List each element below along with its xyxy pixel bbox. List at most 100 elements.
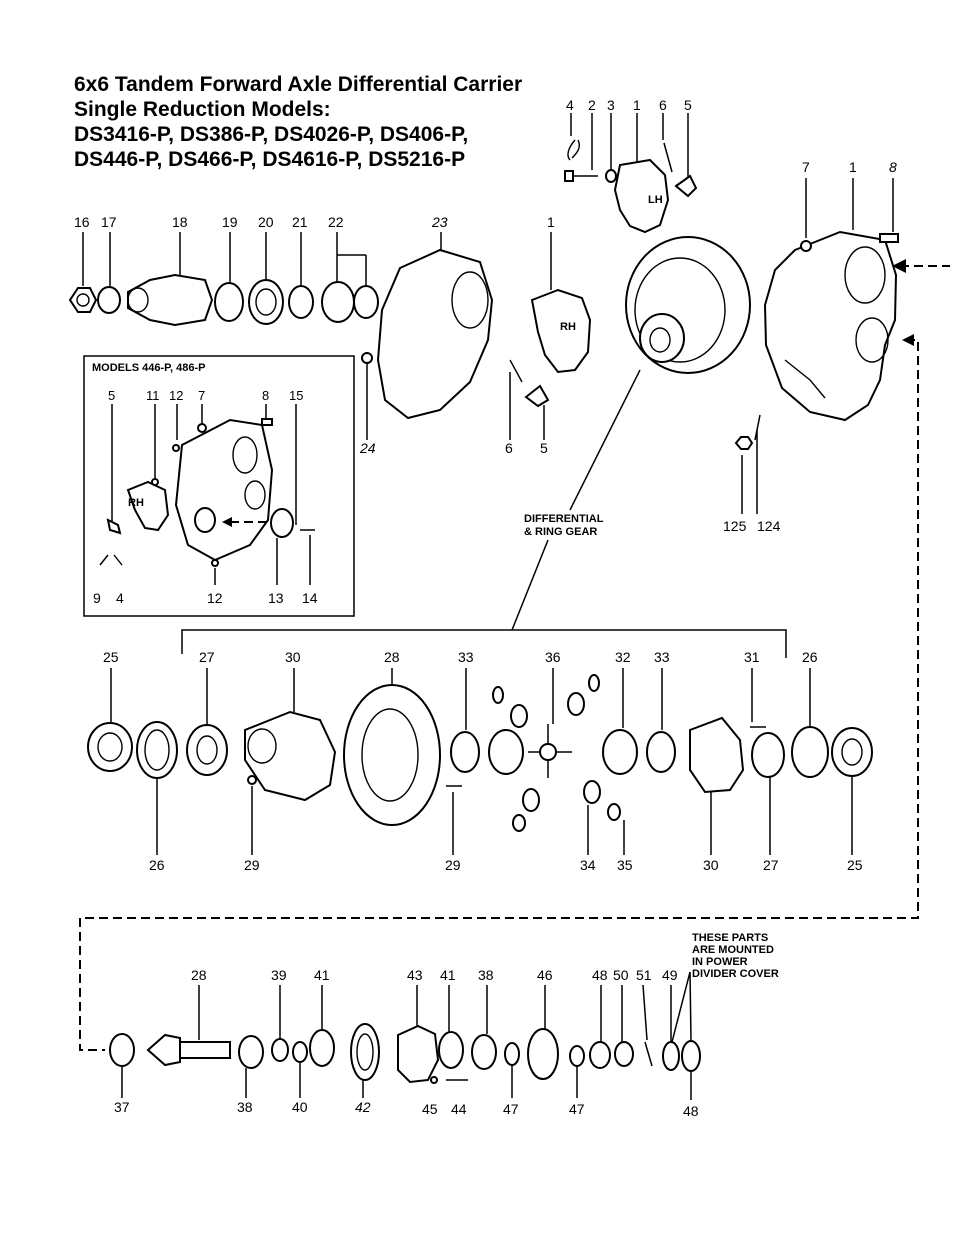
bearing-cap-rh-icon <box>126 480 170 532</box>
bolt-icon <box>99 554 109 566</box>
gasket-23 <box>376 232 494 420</box>
spider-icon <box>528 724 572 778</box>
part-label: 6 <box>659 97 667 113</box>
part-label: 29 <box>244 857 260 873</box>
helical-gear-icon <box>527 1028 559 1080</box>
diff-case-half-icon <box>244 710 337 802</box>
part-label: 29 <box>445 857 461 873</box>
cotter-pin-icon <box>113 554 123 566</box>
washer-icon <box>492 686 504 704</box>
part-label: 16 <box>74 214 90 230</box>
part-label: 32 <box>615 649 631 665</box>
part-label: 42 <box>355 1099 371 1115</box>
carrier-housing <box>763 230 899 422</box>
drive-pinion-icon <box>146 1033 231 1067</box>
washer-icon <box>512 814 526 832</box>
part-label: 49 <box>662 967 678 983</box>
plug-icon <box>800 240 812 252</box>
part-label: 43 <box>407 967 423 983</box>
part-label: 17 <box>101 214 117 230</box>
bearing-icon <box>353 285 379 319</box>
part-label: 36 <box>545 649 561 665</box>
pinion-gear-icon <box>583 780 601 804</box>
nut-icon <box>734 436 754 450</box>
pin-icon <box>644 1041 653 1067</box>
part-label: 4 <box>116 590 124 606</box>
part-label: 41 <box>440 967 456 983</box>
snap-ring-icon <box>288 285 314 319</box>
row4-leader-lines <box>121 971 692 1100</box>
bearing-cup-icon <box>831 727 873 777</box>
part-label: 14 <box>302 590 318 606</box>
inset-box: MODELS 446-P, 486-P <box>83 355 355 617</box>
part-label: 19 <box>222 214 238 230</box>
title-line-1: 6x6 Tandem Forward Axle Differential Car… <box>74 73 523 96</box>
ring-gear-icon <box>343 684 441 826</box>
part-label: 125 <box>723 518 747 534</box>
part-label: 1 <box>633 97 641 113</box>
part-label: 21 <box>292 214 308 230</box>
bearing-cup-icon <box>438 1031 464 1069</box>
dowel-icon <box>879 233 899 243</box>
bearing-cup-icon <box>681 1040 701 1072</box>
part-label: 1 <box>849 159 857 175</box>
nut-icon <box>247 775 257 785</box>
part-label: 7 <box>802 159 810 175</box>
inset-leader-lines <box>111 404 311 585</box>
part-label: 28 <box>384 649 400 665</box>
part-label: 2 <box>588 97 596 113</box>
pin-icon <box>663 142 673 173</box>
lock-plate-icon-lower <box>524 384 550 408</box>
rh-tag-inset: RH <box>128 497 144 509</box>
bolt-icon <box>564 170 598 182</box>
spacer-icon <box>504 1042 520 1066</box>
part-label: 12 <box>207 590 223 606</box>
part-label: 41 <box>314 967 330 983</box>
part-label: 22 <box>328 214 344 230</box>
bearing-cup-icon <box>87 722 133 772</box>
part-label: 34 <box>580 857 596 873</box>
plug-icon <box>211 559 219 567</box>
bearing-icon <box>248 279 284 325</box>
lock-plate-icon <box>106 518 122 535</box>
bearing-cone-icon <box>589 1041 611 1069</box>
bearing-icon <box>321 281 355 323</box>
part-label: 20 <box>258 214 274 230</box>
diff-caption-1: DIFFERENTIAL <box>524 513 604 525</box>
group-bracket <box>181 629 787 658</box>
part-label: 38 <box>478 967 494 983</box>
nut-icon <box>68 287 98 313</box>
part-label: 27 <box>199 649 215 665</box>
seal-icon <box>214 282 244 322</box>
bearing-cup-icon <box>791 726 829 778</box>
diff-case-half-icon <box>689 716 745 794</box>
row2-leader-lines <box>82 232 758 514</box>
shim-icon <box>350 1023 380 1081</box>
pd-caption-3: IN POWER <box>692 956 748 968</box>
part-label: 15 <box>289 388 303 403</box>
part-label: 23 <box>431 214 448 230</box>
diff-leader-lower <box>511 539 549 631</box>
part-label: 37 <box>114 1099 130 1115</box>
differential-assembly-top <box>625 236 751 374</box>
part-label: 47 <box>503 1101 519 1117</box>
washer-icon <box>588 674 600 692</box>
title-line-4: DS446-P, DS466-P, DS4616-P, DS5216-P <box>74 148 466 171</box>
stud-icon <box>754 414 761 441</box>
cover-plate-icon <box>270 508 294 538</box>
part-label: 31 <box>744 649 760 665</box>
part-label: 26 <box>802 649 818 665</box>
gasket-icon <box>376 248 494 420</box>
part-label: 44 <box>451 1101 467 1117</box>
rh-tag: RH <box>560 321 576 333</box>
inset-title: MODELS 446-P, 486-P <box>92 362 206 374</box>
part-label: 35 <box>617 857 633 873</box>
part-label: 40 <box>292 1099 308 1115</box>
pinion-parts-row <box>68 273 379 327</box>
dowel-icon <box>261 418 273 426</box>
bearing-cap-rh <box>509 288 592 408</box>
side-gear-icon <box>602 729 638 775</box>
part-label: 25 <box>847 857 863 873</box>
washer-icon <box>97 286 121 314</box>
part-label: 38 <box>237 1099 253 1115</box>
